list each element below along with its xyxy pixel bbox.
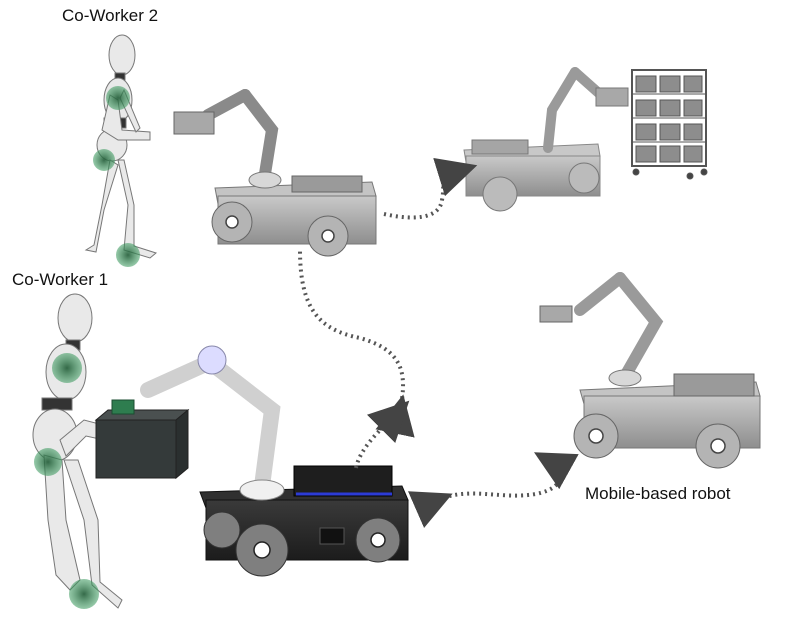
coworker2-label: Co-Worker 2	[62, 6, 159, 25]
gripper-green	[111, 399, 135, 415]
dotted-path-arrows	[298, 157, 579, 528]
mobile-manipulator-robot-b	[463, 67, 629, 212]
coworker2-figure	[84, 34, 158, 259]
mobile-robot-label: Mobile-based robot	[585, 484, 731, 503]
coworker2-joint-markers	[93, 86, 140, 267]
mobile-manipulator-robot-c	[539, 272, 761, 469]
mobile-manipulator-robot-d	[111, 345, 409, 577]
coworker1-joint-markers	[34, 353, 99, 609]
box	[94, 408, 190, 480]
coworker1-label: Co-Worker 1	[12, 270, 109, 289]
shelf-rack	[631, 69, 708, 180]
mobile-manipulator-robot-a	[173, 89, 377, 257]
